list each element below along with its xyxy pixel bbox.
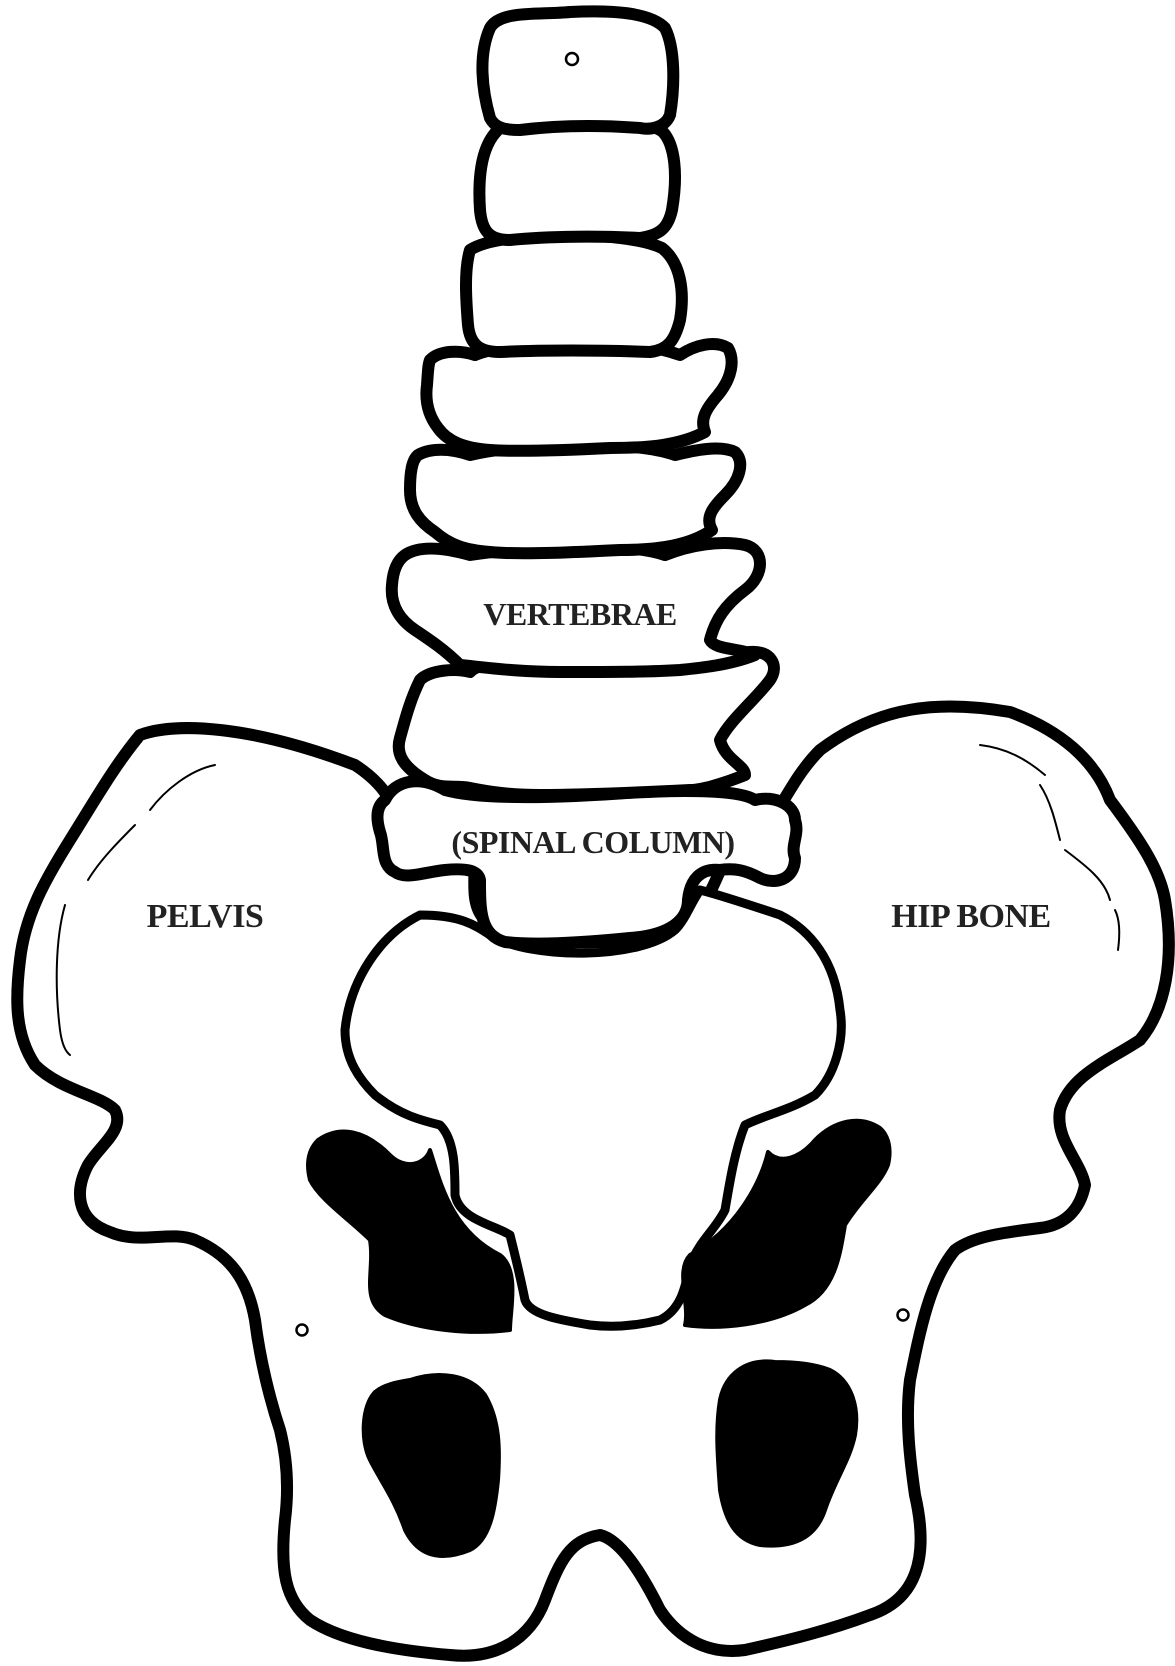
vertebra-l1	[426, 342, 731, 451]
vertebrae-label: VERTEBRAE	[483, 598, 677, 630]
vertebra-l2	[410, 445, 740, 553]
pelvis-label: PELVIS	[147, 900, 264, 934]
spinal-column-label: (SPINAL COLUMN)	[451, 826, 734, 858]
vertebra-t11	[479, 120, 675, 240]
vertebra-t10	[482, 11, 673, 130]
vertebra-t12	[466, 235, 682, 352]
spine-top-pin	[566, 53, 578, 65]
hip-bone-label: HIP BONE	[891, 900, 1050, 934]
right-hip-pin	[898, 1310, 909, 1321]
left-hip-pin	[297, 1325, 308, 1336]
